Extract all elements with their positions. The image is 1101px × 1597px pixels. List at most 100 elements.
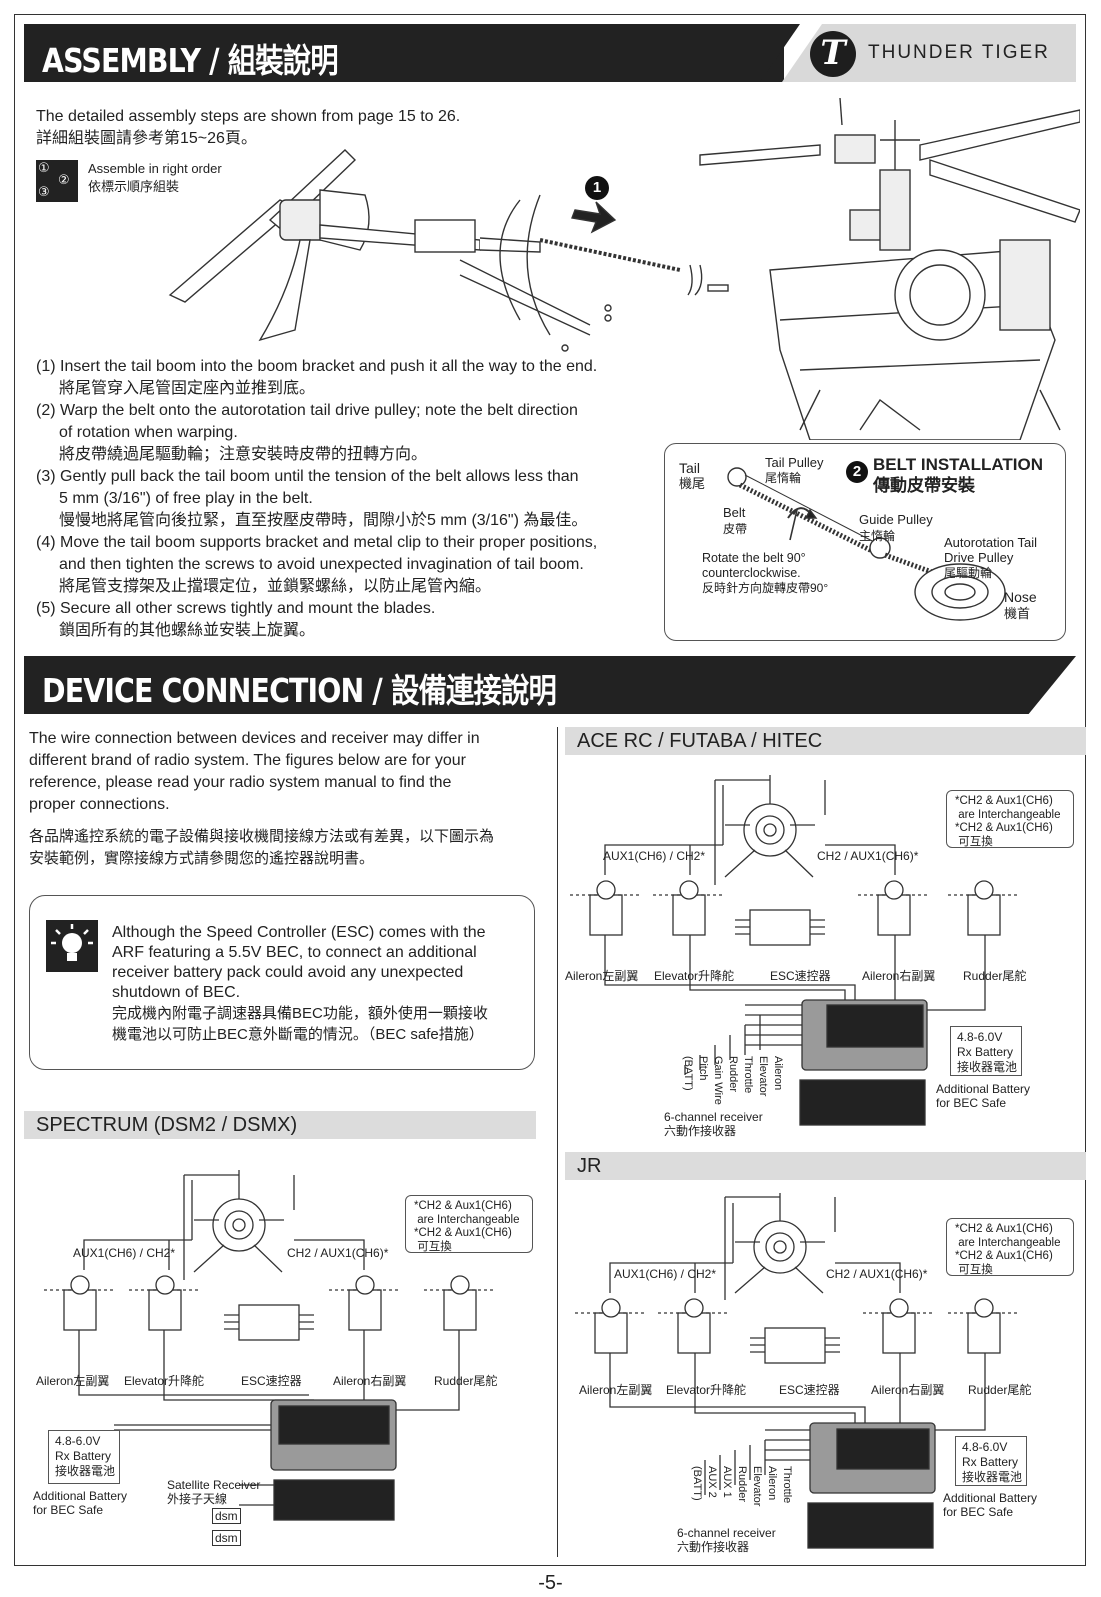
tail-pulley-label-en: Tail Pulley bbox=[765, 455, 824, 470]
futaba-wiring-diagram bbox=[570, 775, 1018, 1126]
guide-pulley-label-zh: 主惰輪 bbox=[859, 529, 896, 543]
jr-aileron-left: Aileron左副翼 bbox=[579, 1383, 653, 1397]
futaba-section-title: ACE RC / FUTABA / HITEC bbox=[565, 727, 1086, 755]
tail-label-zh: 機尾 bbox=[679, 476, 706, 491]
jr-ch-elevator: Elevator bbox=[751, 1466, 763, 1507]
step-3-en: (3) Gently pull back the tail boom until… bbox=[36, 468, 579, 485]
satellite-receiver-en: Satellite Receiver bbox=[167, 1478, 261, 1492]
futaba-ch-rudder: Rudder bbox=[727, 1056, 739, 1093]
step-4-en: (4) Move the tail boom supports bracket … bbox=[36, 534, 598, 551]
page-number: -5- bbox=[538, 1572, 563, 1594]
step-2-zh: 將皮帶繞過尾驅動輪；注意安裝時皮帶的扭轉方向。 bbox=[59, 446, 428, 463]
futaba-ch-batt: (BATT) bbox=[682, 1056, 694, 1091]
step-1-zh: 將尾管穿入尾管固定座內並推到底。 bbox=[59, 380, 316, 397]
belt-installation-panel bbox=[664, 443, 1066, 641]
jr-elevator: Elevator升降舵 bbox=[666, 1383, 747, 1397]
belt-label-zh: 皮帶 bbox=[723, 522, 748, 536]
jr-section-title: JR bbox=[565, 1152, 1086, 1180]
tip-en-1: Although the Speed Controller (ESC) come… bbox=[112, 924, 486, 941]
spectrum-wiring-diagram bbox=[44, 1170, 494, 1521]
jr-receiver-en: 6-channel receiver bbox=[677, 1526, 776, 1540]
device-intro-zh-1: 各品牌遙控系統的電子設備與接收機間接線方法或有差異，以下圖示為 bbox=[29, 828, 495, 845]
step-2-badge: 2 bbox=[846, 461, 868, 483]
jr-aileron-right: Aileron右副翼 bbox=[871, 1383, 945, 1397]
jr-bec-safe: for BEC Safe bbox=[943, 1505, 1014, 1519]
assembly-intro-zh: 詳細組裝圖請參考第15~26頁。 bbox=[36, 130, 257, 147]
spectrum-bec-safe: for BEC Safe bbox=[33, 1503, 104, 1517]
step-1-en: (1) Insert the tail boom into the boom b… bbox=[36, 358, 598, 375]
nose-label-en: Nose bbox=[1004, 589, 1037, 605]
device-connection-header-band: DEVICE CONNECTION / 設備連接說明 bbox=[24, 656, 1076, 714]
spectrum-aileron-left: Aileron左副翼 bbox=[36, 1374, 110, 1388]
device-intro-en-4: proper connections. bbox=[29, 796, 170, 813]
futaba-ch-elevator: Elevator bbox=[757, 1056, 769, 1097]
tip-zh-1: 完成機內附電子調速器具備BEC功能，額外使用一顆接收 bbox=[112, 1005, 488, 1022]
tail-label-en: Tail bbox=[679, 460, 701, 476]
order-label-zh: 依標示順序組裝 bbox=[88, 179, 180, 194]
step-4-en-cont: and then tighten the screws to avoid une… bbox=[59, 556, 584, 573]
autorotation-pulley-label-zh: 尾驅動輪 bbox=[944, 566, 993, 580]
spectrum-interchange-note: *CH2 & Aux1(CH6) are Interchangeable *CH… bbox=[405, 1195, 533, 1253]
futaba-interchange-note: *CH2 & Aux1(CH6) are Interchangeable *CH… bbox=[946, 790, 1074, 848]
spectrum-rx-battery: 4.8-6.0V Rx Battery 接收器電池 bbox=[48, 1430, 120, 1484]
lightbulb-icon bbox=[46, 920, 98, 972]
guide-pulley-label-en: Guide Pulley bbox=[859, 512, 933, 527]
futaba-bec-safe: for BEC Safe bbox=[936, 1096, 1007, 1110]
futaba-ch-gain-wire: Gain Wire bbox=[712, 1056, 724, 1105]
satellite-receiver-zh: 外接子天線 bbox=[167, 1492, 228, 1506]
jr-ch-batt: (BATT) bbox=[691, 1466, 703, 1501]
jr-esc: ESC速控器 bbox=[779, 1383, 840, 1397]
futaba-ch-pitch: Pitch bbox=[697, 1056, 709, 1081]
device-intro-zh-2: 安裝範例，實際接線方式請參閱您的遙控器說明書。 bbox=[29, 850, 375, 867]
step-2-en-cont: of rotation when warping. bbox=[59, 424, 238, 441]
rotate-instruction-en-2: counterclockwise. bbox=[702, 566, 801, 580]
futaba-aileron-left: Aileron左副翼 bbox=[565, 969, 639, 983]
autorotation-pulley-label-en-2: Drive Pulley bbox=[944, 550, 1014, 565]
step-3-zh: 慢慢地將尾管向後拉緊，直至按壓皮帶時，間隙小於5 mm (3/16") 為最佳。 bbox=[59, 512, 588, 529]
futaba-aileron-right: Aileron右副翼 bbox=[862, 969, 936, 983]
tip-en-4: shutdown of BEC. bbox=[112, 984, 241, 1001]
futaba-rx-battery: 4.8-6.0V Rx Battery 接收器電池 bbox=[950, 1026, 1022, 1076]
jr-rudder: Rudder尾舵 bbox=[968, 1383, 1032, 1397]
rotate-instruction-en: Rotate the belt 90° bbox=[702, 551, 806, 565]
device-intro-en-2: different brand of radio system. The fig… bbox=[29, 752, 466, 769]
assembly-illustration bbox=[168, 97, 1080, 440]
futaba-receiver-en: 6-channel receiver bbox=[664, 1110, 763, 1124]
step-2-en: (2) Warp the belt onto the autorotation … bbox=[36, 402, 578, 419]
step-5-zh: 鎖固所有的其他螺絲並安裝上旋翼。 bbox=[59, 622, 316, 639]
belt-label-en: Belt bbox=[723, 505, 746, 520]
spectrum-aileron-right: Aileron右副翼 bbox=[333, 1374, 407, 1388]
jr-aux-left: AUX1(CH6) / CH2* bbox=[614, 1267, 717, 1281]
page-frame bbox=[14, 14, 1086, 1566]
belt-installation-diagram bbox=[727, 467, 1006, 621]
assembly-header-band: ASSEMBLY / 組裝說明 bbox=[24, 24, 784, 82]
rotate-instruction-zh: 反時針方向旋轉皮帶90° bbox=[702, 581, 829, 595]
jr-ch-aileron: Aileron bbox=[766, 1466, 778, 1501]
step-1-badge: 1 bbox=[585, 176, 609, 200]
belt-installation-title-en: BELT INSTALLATION bbox=[873, 455, 1043, 474]
jr-receiver-zh: 六動作接收器 bbox=[677, 1540, 750, 1554]
step-5-en: (5) Secure all other screws tightly and … bbox=[36, 600, 436, 617]
autorotation-pulley-label-en: Autorotation Tail bbox=[944, 535, 1037, 550]
futaba-aux-right: CH2 / AUX1(CH6)* bbox=[817, 849, 919, 863]
jr-wiring-diagram bbox=[575, 1193, 1018, 1549]
jr-ch-rudder: Rudder bbox=[736, 1466, 748, 1503]
tip-en-2: ARF featuring a 5.5V BEC, to connect an … bbox=[112, 944, 477, 961]
order-label-en: Assemble in right order bbox=[88, 161, 222, 176]
spectrum-aux-left: AUX1(CH6) / CH2* bbox=[73, 1246, 176, 1260]
jr-ch-aux1: AUX 1 bbox=[721, 1466, 733, 1498]
bec-tip-box bbox=[29, 895, 535, 1070]
spectrum-additional-battery: Additional Battery bbox=[33, 1489, 128, 1503]
jr-aux-right: CH2 / AUX1(CH6)* bbox=[826, 1267, 928, 1281]
jr-ch-throttle: Throttle bbox=[781, 1466, 793, 1504]
tail-pulley-label-zh: 尾惰輪 bbox=[765, 471, 802, 485]
futaba-esc: ESC速控器 bbox=[770, 969, 831, 983]
futaba-elevator: Elevator升降舵 bbox=[654, 969, 735, 983]
device-connection-title: DEVICE CONNECTION / 設備連接說明 bbox=[42, 671, 557, 710]
futaba-additional-battery: Additional Battery bbox=[936, 1082, 1031, 1096]
thunder-tiger-logo-icon: T bbox=[810, 31, 856, 77]
jr-rx-battery: 4.8-6.0V Rx Battery 接收器電池 bbox=[955, 1436, 1027, 1486]
spectrum-aux-right: CH2 / AUX1(CH6)* bbox=[287, 1246, 389, 1260]
order-icon: ① ② ③ bbox=[36, 160, 78, 202]
tip-zh-2: 機電池以可防止BEC意外斷電的情況。（BEC safe措施） bbox=[112, 1026, 484, 1043]
